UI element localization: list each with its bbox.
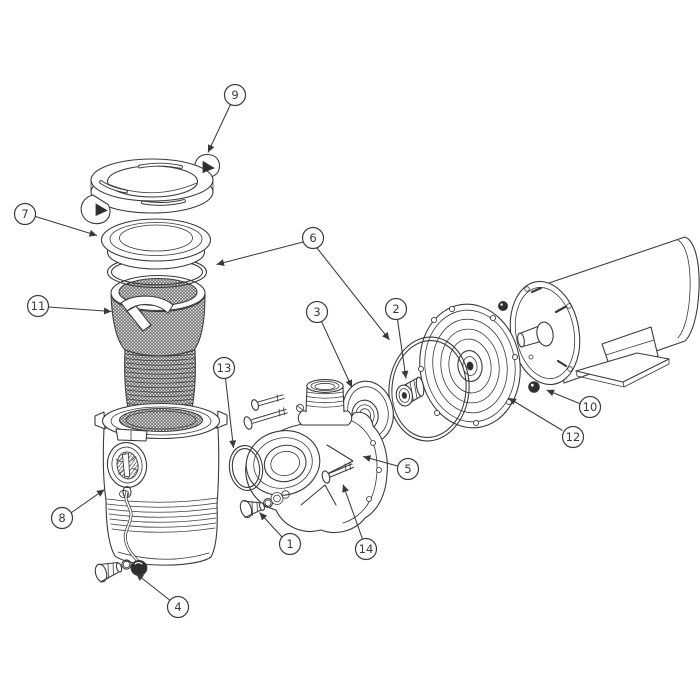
callout-8: 8: [50, 489, 105, 530]
callout-number: 11: [31, 299, 46, 313]
callout-circle: [305, 300, 329, 324]
callout-14: 14: [342, 484, 378, 561]
callout-number: 9: [231, 88, 238, 102]
callout-number: 12: [566, 430, 581, 444]
callout-circle: [223, 83, 247, 107]
leader-line: [135, 573, 170, 601]
callout-number: 8: [58, 511, 65, 525]
impeller: [395, 376, 425, 407]
callouts-layer: 9 7 6 11 13 3 2 8 4 1 14 5 10 12: [13, 83, 602, 619]
callout-number: 1: [286, 537, 293, 551]
callout-6: 6: [216, 226, 390, 341]
leader-line: [396, 319, 409, 379]
leader-line: [259, 512, 283, 538]
callout-number: 2: [392, 302, 399, 316]
leader-line: [216, 241, 304, 267]
leader-line: [321, 321, 353, 388]
volute-drain-plug: [239, 490, 290, 519]
callout-number: 6: [309, 231, 316, 245]
callout-4: 4: [135, 573, 190, 619]
callout-13: 13: [212, 356, 237, 449]
callout-3: 3: [305, 300, 353, 388]
leader-line: [508, 397, 563, 431]
leader-line: [362, 455, 398, 467]
callout-number: 13: [217, 361, 232, 375]
clamp-ring: [80, 153, 221, 225]
callout-1: 1: [259, 512, 302, 556]
callout-circle: [166, 595, 190, 619]
volute: [228, 379, 388, 534]
callout-number: 10: [583, 400, 598, 414]
callout-circle: [13, 202, 37, 226]
leader-line: [342, 484, 363, 540]
leader-line: [48, 306, 112, 315]
leader-line: [546, 389, 580, 404]
callout-circle: [26, 294, 50, 318]
callout-11: 11: [26, 294, 112, 318]
discharge-port: [297, 379, 353, 426]
strainer-housing: [94, 402, 228, 583]
leader-line: [35, 215, 98, 237]
callout-circle: [50, 506, 74, 530]
callout-circle: [354, 537, 378, 561]
callout-circle: [278, 532, 302, 556]
callout-circle: [384, 297, 408, 321]
callout-number: 4: [174, 600, 181, 614]
suction-opening: [245, 430, 321, 496]
callout-number: 5: [404, 462, 411, 476]
callout-9: 9: [207, 83, 247, 153]
leader-line: [224, 378, 237, 449]
callout-5: 5: [362, 455, 420, 481]
mounting-screws: [243, 394, 354, 484]
callout-circle: [301, 226, 325, 250]
housing-o-ring: [228, 445, 264, 491]
leader-line: [207, 104, 231, 153]
side-port: [106, 442, 148, 488]
seal-plate-o-ring: [388, 336, 470, 442]
leader-line: [71, 489, 105, 513]
callout-number: 14: [359, 542, 374, 556]
callout-7: 7: [13, 202, 98, 237]
drain-plug: [94, 559, 148, 583]
callout-number: 7: [21, 207, 28, 221]
callout-12: 12: [508, 397, 585, 449]
callout-2: 2: [384, 297, 409, 379]
motor-shaft: [507, 321, 554, 360]
callout-number: 3: [313, 305, 320, 319]
callout-circle: [578, 395, 602, 419]
housing-ribs: [106, 497, 218, 533]
callout-circle: [561, 425, 585, 449]
strainer-basket: [110, 274, 206, 416]
pump-lid: [100, 218, 212, 270]
callout-circle: [212, 356, 236, 380]
motor: [507, 236, 700, 388]
callout-circle: [396, 457, 420, 481]
callout-10: 10: [546, 389, 602, 419]
motor-bolt: [497, 300, 540, 393]
seal-plate: [417, 303, 521, 429]
leader-line: [316, 247, 390, 341]
